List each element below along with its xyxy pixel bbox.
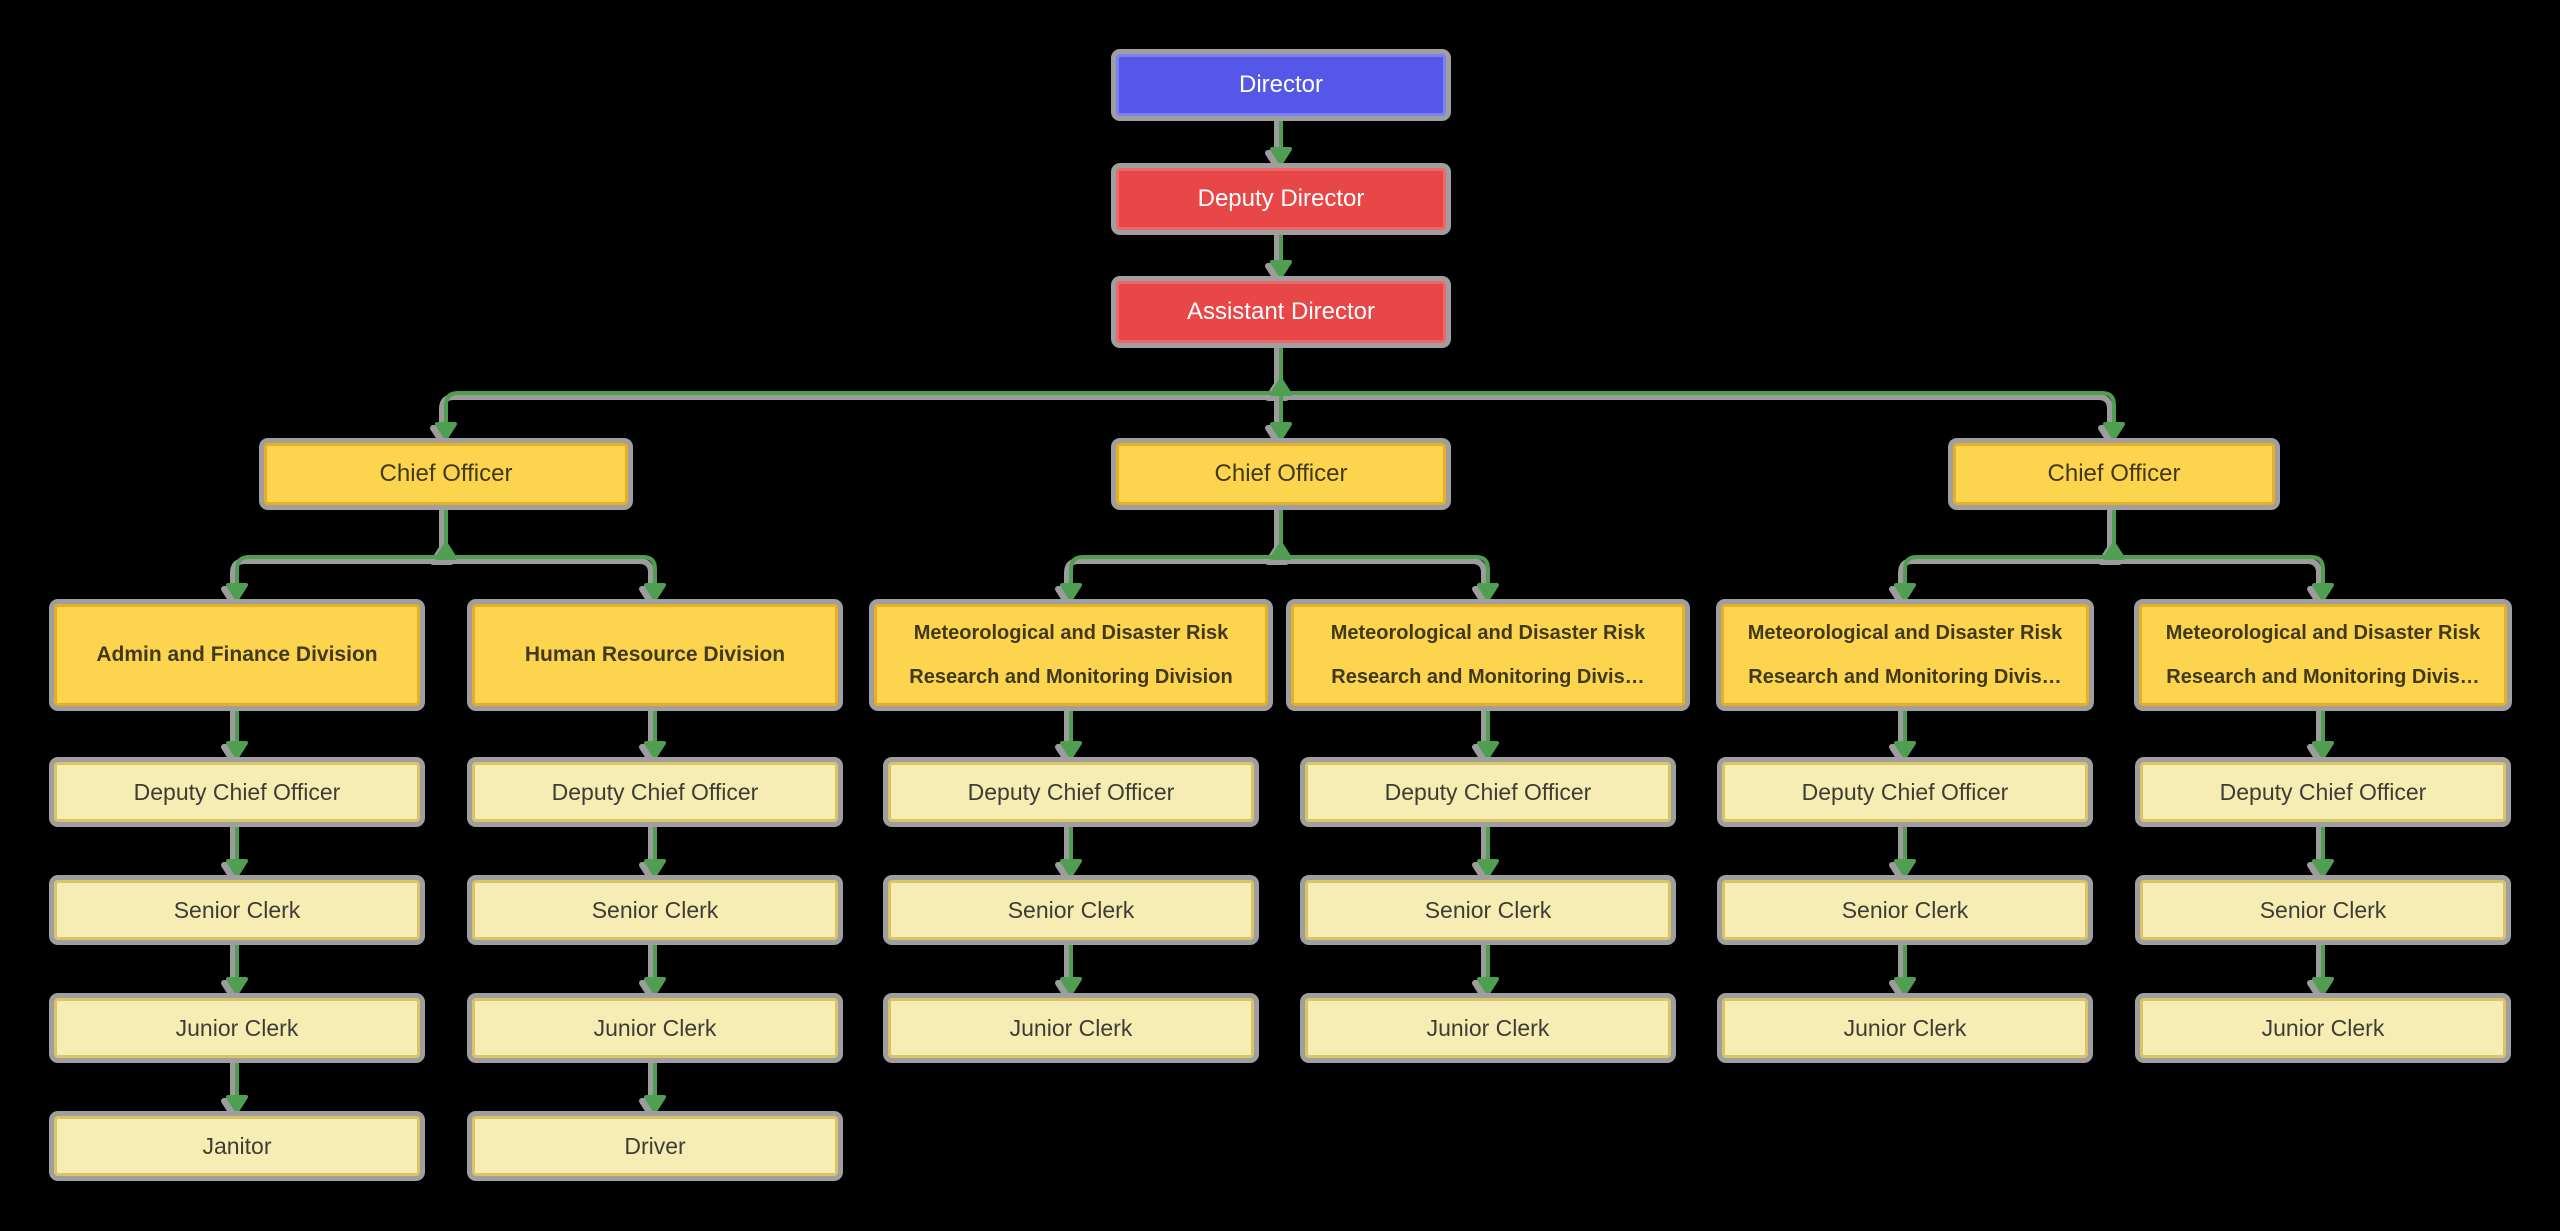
node-label: Chief Officer bbox=[2047, 460, 2181, 487]
node-label: Deputy Chief Officer bbox=[133, 778, 341, 805]
node-chief-officer-3[interactable]: Chief Officer bbox=[1953, 443, 2275, 505]
node-deputy-chief-officer-2[interactable]: Deputy Chief Officer bbox=[472, 762, 838, 822]
node-label: Chief Officer bbox=[1214, 460, 1348, 487]
node-label: Junior Clerk bbox=[1843, 1014, 1967, 1041]
node-division-met-1[interactable]: Meteorological and Disaster Risk Researc… bbox=[874, 604, 1268, 706]
node-label-line1: Meteorological and Disaster Risk bbox=[2165, 622, 2481, 644]
node-senior-clerk-3[interactable]: Senior Clerk bbox=[888, 880, 1254, 940]
node-senior-clerk-4[interactable]: Senior Clerk bbox=[1305, 880, 1671, 940]
node-label: Junior Clerk bbox=[175, 1014, 299, 1041]
node-label-line1: Meteorological and Disaster Risk bbox=[1747, 622, 2063, 644]
node-janitor[interactable]: Janitor bbox=[54, 1116, 420, 1176]
node-assistant-director[interactable]: Assistant Director bbox=[1116, 281, 1446, 343]
node-division-admin-finance[interactable]: Admin and Finance Division bbox=[54, 604, 420, 706]
node-junior-clerk-1[interactable]: Junior Clerk bbox=[54, 998, 420, 1058]
node-label: Junior Clerk bbox=[1426, 1014, 1550, 1041]
node-deputy-chief-officer-3[interactable]: Deputy Chief Officer bbox=[888, 762, 1254, 822]
node-label: Senior Clerk bbox=[2259, 896, 2387, 923]
node-label: Human Resource Division bbox=[524, 643, 786, 666]
node-director[interactable]: Director bbox=[1116, 54, 1446, 116]
node-label-line1: Meteorological and Disaster Risk bbox=[913, 622, 1229, 644]
node-label: Driver bbox=[624, 1132, 686, 1159]
node-division-met-2[interactable]: Meteorological and Disaster Risk Researc… bbox=[1291, 604, 1685, 706]
node-label: Senior Clerk bbox=[173, 896, 301, 923]
node-senior-clerk-6[interactable]: Senior Clerk bbox=[2140, 880, 2506, 940]
node-deputy-director[interactable]: Deputy Director bbox=[1116, 168, 1446, 230]
node-division-met-3[interactable]: Meteorological and Disaster Risk Researc… bbox=[1721, 604, 2089, 706]
node-deputy-chief-officer-6[interactable]: Deputy Chief Officer bbox=[2140, 762, 2506, 822]
node-label: Deputy Chief Officer bbox=[2219, 778, 2427, 805]
node-junior-clerk-4[interactable]: Junior Clerk bbox=[1305, 998, 1671, 1058]
node-junior-clerk-5[interactable]: Junior Clerk bbox=[1722, 998, 2088, 1058]
node-label-line2: Research and Monitoring Divis… bbox=[2166, 666, 2480, 688]
node-label: Junior Clerk bbox=[593, 1014, 717, 1041]
node-division-met-4[interactable]: Meteorological and Disaster Risk Researc… bbox=[2139, 604, 2507, 706]
node-junior-clerk-2[interactable]: Junior Clerk bbox=[472, 998, 838, 1058]
node-label-line2: Research and Monitoring Divis… bbox=[1748, 666, 2062, 688]
node-chief-officer-1[interactable]: Chief Officer bbox=[264, 443, 628, 505]
node-label: Senior Clerk bbox=[1424, 896, 1552, 923]
node-label: Chief Officer bbox=[379, 460, 513, 487]
node-senior-clerk-2[interactable]: Senior Clerk bbox=[472, 880, 838, 940]
node-senior-clerk-5[interactable]: Senior Clerk bbox=[1722, 880, 2088, 940]
node-label: Senior Clerk bbox=[591, 896, 719, 923]
node-driver[interactable]: Driver bbox=[472, 1116, 838, 1176]
node-label: Admin and Finance Division bbox=[96, 643, 378, 666]
node-label: Deputy Director bbox=[1197, 185, 1365, 212]
node-division-human-resource[interactable]: Human Resource Division bbox=[472, 604, 838, 706]
node-label: Deputy Chief Officer bbox=[1384, 778, 1592, 805]
node-deputy-chief-officer-5[interactable]: Deputy Chief Officer bbox=[1722, 762, 2088, 822]
node-label: Deputy Chief Officer bbox=[551, 778, 759, 805]
node-deputy-chief-officer-1[interactable]: Deputy Chief Officer bbox=[54, 762, 420, 822]
node-label: Director bbox=[1238, 71, 1323, 98]
node-senior-clerk-1[interactable]: Senior Clerk bbox=[54, 880, 420, 940]
node-label-line2: Research and Monitoring Division bbox=[909, 666, 1233, 688]
node-label-line1: Meteorological and Disaster Risk bbox=[1330, 622, 1646, 644]
node-label: Assistant Director bbox=[1186, 298, 1376, 325]
node-label: Senior Clerk bbox=[1841, 896, 1969, 923]
node-junior-clerk-6[interactable]: Junior Clerk bbox=[2140, 998, 2506, 1058]
node-label-line2: Research and Monitoring Divis… bbox=[1331, 666, 1645, 688]
node-label: Deputy Chief Officer bbox=[967, 778, 1175, 805]
node-label: Junior Clerk bbox=[2261, 1014, 2385, 1041]
node-label: Janitor bbox=[202, 1132, 272, 1159]
node-label: Junior Clerk bbox=[1009, 1014, 1133, 1041]
node-deputy-chief-officer-4[interactable]: Deputy Chief Officer bbox=[1305, 762, 1671, 822]
node-junior-clerk-3[interactable]: Junior Clerk bbox=[888, 998, 1254, 1058]
node-label: Senior Clerk bbox=[1007, 896, 1135, 923]
node-label: Deputy Chief Officer bbox=[1801, 778, 2009, 805]
node-chief-officer-2[interactable]: Chief Officer bbox=[1116, 443, 1446, 505]
